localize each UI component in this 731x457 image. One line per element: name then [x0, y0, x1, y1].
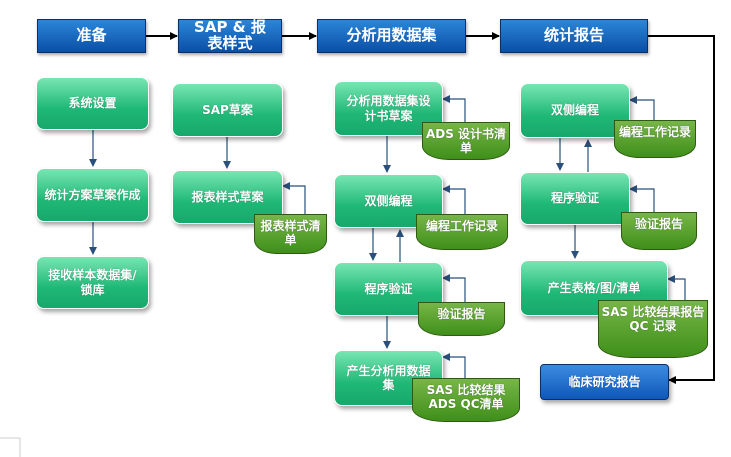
- arrow-valreport-to-validation: [442, 274, 466, 302]
- sas-qc-log-doc: SAS 比较结果报告 QC 记录: [598, 300, 708, 358]
- double-programming-box-2: 双侧编程: [520, 83, 630, 138]
- validation-report-doc-2: 验证报告: [621, 212, 697, 250]
- header-prep: 准备: [37, 19, 146, 53]
- arrow-proglog-to-double: [442, 185, 466, 214]
- validation-report-doc: 验证报告: [418, 302, 505, 336]
- arrow-stylelist-to-style: [282, 182, 306, 215]
- receive-sample-lock-box: 接收样本数据集/锁库: [36, 256, 149, 309]
- arrow-qclog-to-produce: [667, 275, 686, 300]
- sap-draft-box: SAP草案: [172, 83, 283, 137]
- programming-log-doc: 编程工作记录: [416, 214, 508, 250]
- table-style-draft-box: 报表样式草案: [172, 170, 283, 224]
- sas-ads-qc-doc: SAS 比较结果 ADS QC清单: [412, 378, 520, 422]
- ads-spec-list-doc: ADS 设计书清单: [422, 122, 510, 160]
- header-analysis-dataset: 分析用数据集: [317, 19, 466, 53]
- dataset-spec-draft-box: 分析用数据集设计书草案: [334, 81, 443, 136]
- arrow-stats-to-clinical: [648, 35, 715, 384]
- header-stat-report: 统计报告: [500, 19, 648, 53]
- arrow-adslist-to-spec: [442, 95, 466, 122]
- header-sap-table-style: SAP & 报表样式: [178, 19, 282, 53]
- arrow-valreport4-to-validation4: [629, 185, 655, 212]
- corner-mark: [0, 437, 21, 457]
- system-setup-box: 系统设置: [36, 77, 149, 130]
- arrow-proglog4-to-double4: [629, 96, 655, 120]
- clinical-report-box: 临床研究报告: [540, 364, 669, 400]
- arrow-qc-to-produce: [442, 353, 466, 378]
- stat-plan-draft-box: 统计方案草案作成: [36, 168, 149, 222]
- programming-log-doc-2: 编程工作记录: [614, 120, 696, 158]
- program-validation-box-2: 程序验证: [520, 172, 630, 225]
- table-style-list-doc: 报表样式清单: [254, 214, 327, 254]
